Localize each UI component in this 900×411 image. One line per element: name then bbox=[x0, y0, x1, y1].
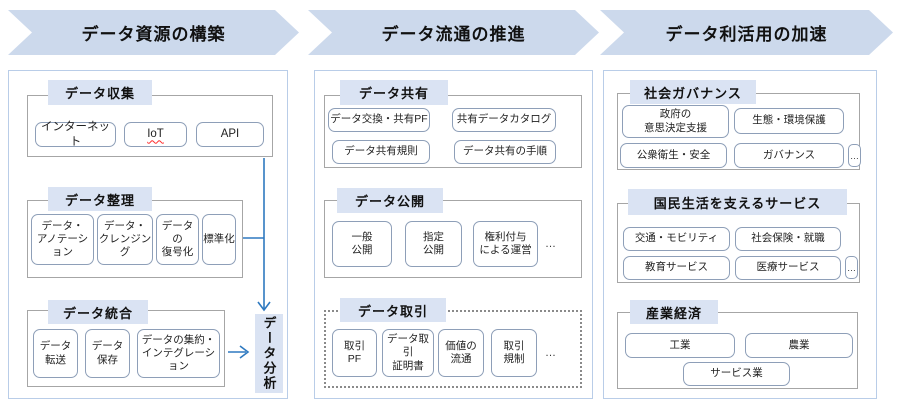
data-analysis-box: データ分析 bbox=[255, 314, 283, 393]
item-agriculture: 農業 bbox=[745, 333, 853, 358]
item-data-cleansing: データ・ クレンジング bbox=[97, 214, 153, 265]
item-social-insurance-employment: 社会保険・就職 bbox=[735, 227, 841, 251]
item-data-exchange-pf: データ交換・共有PF bbox=[328, 108, 430, 132]
item-data-sharing-procedure: データ共有の手順 bbox=[454, 140, 556, 164]
item-transport-mobility: 交通・モビリティ bbox=[623, 227, 730, 251]
ellipsis: … bbox=[545, 347, 557, 359]
item-public-health-safety: 公衆衛生・安全 bbox=[620, 143, 727, 168]
item-shared-data-catalog: 共有データカタログ bbox=[452, 108, 556, 132]
chevron-data-utilization: データ利活用の加速 bbox=[600, 10, 893, 55]
item-iot-label: IoT bbox=[147, 128, 164, 141]
group-label-data-publication: データ公開 bbox=[337, 188, 443, 213]
item-data-storage: データ 保存 bbox=[85, 329, 130, 378]
item-designated-publication: 指定 公開 bbox=[405, 221, 462, 267]
item-service-industry: サービス業 bbox=[683, 362, 790, 386]
chevron-label: データ流通の推進 bbox=[381, 25, 526, 44]
group-label-data-sharing: データ共有 bbox=[340, 80, 448, 105]
item-trading-pf: 取引 PF bbox=[332, 329, 377, 377]
chevron-data-resources: データ資源の構築 bbox=[8, 10, 299, 55]
item-ecology-environment-protection: 生態・環境保護 bbox=[734, 108, 844, 134]
item-data-annotation: データ・ アノテーション bbox=[31, 214, 94, 265]
group-label-data-organization: データ整理 bbox=[48, 187, 152, 211]
group-label-data-integration: データ統合 bbox=[48, 300, 148, 324]
ellipsis-box: … bbox=[845, 256, 858, 279]
group-label-data-collection: データ収集 bbox=[48, 80, 152, 105]
group-label-citizen-services: 国民生活を支えるサービス bbox=[628, 189, 847, 215]
item-internet: インターネット bbox=[35, 121, 116, 148]
item-trading-regulation: 取引 規制 bbox=[491, 329, 537, 377]
ellipsis: … bbox=[545, 238, 557, 250]
item-education-services: 教育サービス bbox=[623, 256, 730, 280]
item-data-decryption: データの 復号化 bbox=[156, 214, 199, 265]
item-standardization: 標準化 bbox=[202, 214, 236, 265]
chevron-data-distribution: データ流通の推進 bbox=[308, 10, 599, 55]
chevron-label: データ資源の構築 bbox=[81, 25, 226, 44]
item-data-sharing-rules: データ共有規則 bbox=[332, 140, 430, 164]
item-api: API bbox=[196, 122, 264, 147]
group-label-industrial-economy: 産業経済 bbox=[630, 300, 718, 324]
item-data-transfer: データ 転送 bbox=[33, 329, 78, 378]
group-label-social-governance: 社会ガバナンス bbox=[630, 80, 756, 104]
item-medical-services: 医療サービス bbox=[735, 256, 841, 280]
item-iot: IoT bbox=[124, 122, 187, 147]
item-general-publication: 一般 公開 bbox=[332, 221, 392, 267]
item-governance: ガバナンス bbox=[734, 143, 844, 168]
item-government-decision-support: 政府の 意思決定支援 bbox=[622, 105, 729, 138]
item-value-distribution: 価値の 流通 bbox=[438, 329, 484, 377]
item-manufacturing: 工業 bbox=[625, 333, 735, 358]
item-data-aggregation-integration: データの集約・ インテグレーション bbox=[137, 329, 220, 378]
ellipsis-box: … bbox=[848, 144, 861, 167]
group-label-data-trading: データ取引 bbox=[340, 298, 446, 322]
chevron-label: データ利活用の加速 bbox=[665, 25, 828, 44]
item-rights-based-operation: 権利付与 による運営 bbox=[473, 221, 538, 267]
item-data-trade-certificate: データ取引 証明書 bbox=[382, 329, 434, 377]
